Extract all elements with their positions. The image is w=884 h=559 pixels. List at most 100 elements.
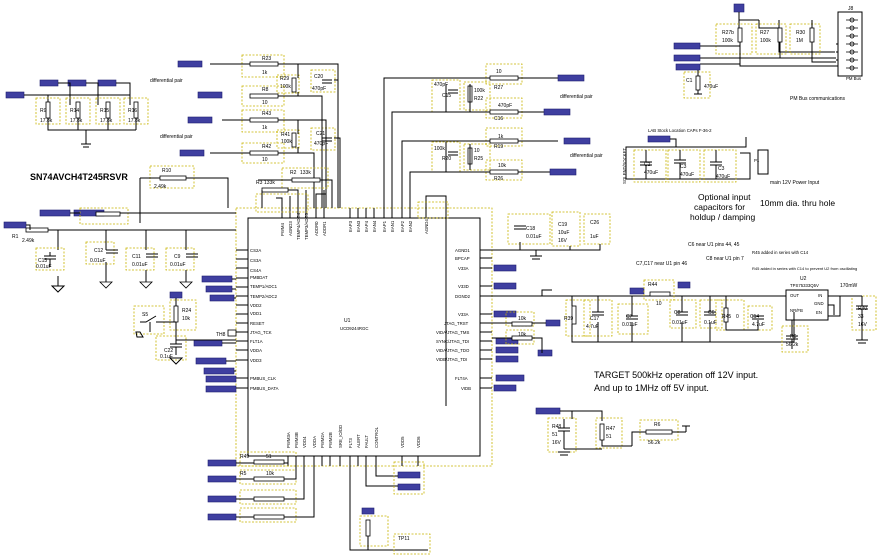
u1-pin-label: VDD6	[416, 436, 421, 448]
net-tag	[3, 221, 27, 229]
u1-pin-label: EAP2	[400, 220, 405, 232]
u1-pin-label: CONTROL	[374, 426, 379, 448]
u1-pin-label: CS4A	[250, 268, 261, 273]
u1-pin-label: JTAG_TCK	[250, 330, 272, 335]
r43-ref: R43	[262, 111, 271, 117]
c8-value: 0.01uF	[672, 320, 688, 326]
diff-pair-label-4: differential pair	[570, 153, 603, 159]
r45-note: R45 added in series with C14 to prevent …	[752, 266, 857, 271]
u2-pin-in: IN	[818, 293, 822, 298]
u1-pin-label: VDDA	[312, 436, 317, 448]
c3-value: 470uF	[716, 174, 730, 180]
u1-pin-label: CS2A	[250, 248, 261, 253]
net-tag	[673, 42, 701, 50]
u1-pin-label: TEMP1/ADC1	[250, 284, 278, 289]
net-tag	[195, 357, 227, 365]
net-tag	[97, 79, 117, 87]
u1-pin-label: ADDR1	[322, 221, 327, 236]
c7-value: 0.01uF	[622, 322, 638, 328]
r9-ref: R9	[40, 108, 47, 114]
r51-ref: R30	[796, 30, 805, 36]
net-tag	[39, 209, 71, 217]
net-tag	[361, 507, 375, 515]
net-tag	[543, 108, 571, 116]
c8-near-note: C8 near U1 pin 7	[706, 256, 744, 262]
cap-ordering-note: SOLENT/SOCKET	[622, 148, 627, 184]
c9-ref: C9	[174, 254, 181, 260]
net-tag	[677, 281, 691, 289]
r22-ref: R22	[474, 96, 483, 102]
r23-value: 1k	[262, 70, 268, 76]
u1-bottom-pin-stubs	[287, 456, 419, 466]
u1-pin-label: CS3A	[250, 258, 261, 263]
th8-ref: TH8	[216, 332, 226, 338]
u1-pin-label: PWM2A	[320, 432, 325, 448]
u1-pin-label: FLT1A	[250, 339, 263, 344]
r30-value: 470uF	[704, 84, 718, 90]
r14-value: 17.8k	[70, 118, 83, 124]
u1-pin-label: EAN1	[390, 220, 395, 232]
c21-ref: C21	[316, 131, 325, 137]
u1-pin-label: VIDA/JTAG_TMS	[436, 330, 469, 335]
r44-ref: R44	[648, 282, 657, 288]
net-tags-u1-right	[493, 264, 561, 392]
net-tag	[647, 135, 671, 143]
u1-pin-label: PWM4	[280, 222, 285, 236]
u1-decoupling: C18 0.01uF C19 10uF 16V C26 1uF	[492, 211, 611, 260]
r27-ref: R27	[494, 85, 503, 91]
net-tags-top-right	[543, 74, 591, 176]
u2-pin-nrfb: NR/FB	[790, 308, 803, 313]
u1-pin-label: V33A	[458, 266, 469, 271]
r25-value: 1k	[498, 134, 504, 140]
diff-pair-label-2: differential pair	[160, 134, 193, 140]
u2-pin-out: OUT	[790, 293, 799, 298]
c20-ref: C20	[314, 74, 323, 80]
net-tag	[197, 91, 223, 99]
r10-ref: R10	[162, 168, 171, 174]
c16-value: 100k	[434, 146, 445, 152]
c9-value: 0.01uF	[170, 262, 186, 268]
c10-ref: R48	[552, 424, 561, 430]
net-tag	[397, 483, 421, 491]
u1-left-pins: CS2A CS3A CS4A PMBDAT TEMP1/ADC1 TEMP2/A…	[250, 248, 279, 391]
c20-value: 470pF	[312, 86, 326, 92]
r26-ref: R27b	[722, 30, 734, 36]
r15-value: 17.8k	[100, 118, 113, 124]
c19-ref: C19	[558, 222, 567, 228]
u1-pin-label: V33A	[458, 312, 469, 317]
u1-body	[247, 217, 481, 457]
u1-pin-label: VDD4	[302, 436, 307, 448]
u1-pin-label: SRE_IO/DD	[338, 425, 343, 448]
c1-ref: C2	[644, 162, 651, 168]
c3-ref: C3	[718, 166, 725, 172]
u1-pin-label: ADDR0	[314, 221, 319, 236]
diff-pair-label-1: differential pair	[150, 78, 183, 84]
c4-value: 33	[858, 314, 864, 320]
net-tags-u1-bottom	[365, 461, 425, 495]
r1-ref: R1	[12, 234, 19, 240]
c17-ref: C17	[590, 316, 599, 322]
r45-ref: R45	[722, 314, 731, 320]
u2-ref: U2	[800, 276, 807, 282]
c11-ref: C11	[132, 254, 141, 260]
u1-pin-label: VDD3	[250, 358, 262, 363]
u1-bottom-pins: PWM3A PWM3B VDD4 VDDA PWM2A PWM2B SRE_IO…	[286, 425, 421, 448]
opt-caps-line3: holdup / damping	[690, 212, 755, 222]
c7-ref: C7	[626, 314, 633, 320]
c6-near-note: C6 near U1 pins 44, 45	[688, 242, 740, 248]
u1-pin-label: EAN4	[372, 220, 377, 232]
u2-pin-gnd: GND	[814, 301, 824, 306]
u1-top-extra-wires	[276, 190, 447, 406]
net-tag	[207, 459, 237, 467]
r19-value: 10k	[498, 163, 507, 169]
rc-network-top: R23 1k R29 100k C20 470pF R8 10 R43 1k R…	[241, 54, 336, 164]
net-tag	[675, 63, 701, 71]
r39-value-b: 10k	[518, 332, 527, 338]
u1-pin-label: V33D	[458, 284, 469, 289]
u1-pin-label: RESET	[250, 321, 265, 326]
u1-pin-label: AGND4	[424, 219, 429, 234]
u1-pin-label: FLT4A	[455, 376, 468, 381]
net-tag	[563, 137, 591, 145]
c7-near-note: C7,C17 near U1 pin 46	[636, 261, 687, 267]
